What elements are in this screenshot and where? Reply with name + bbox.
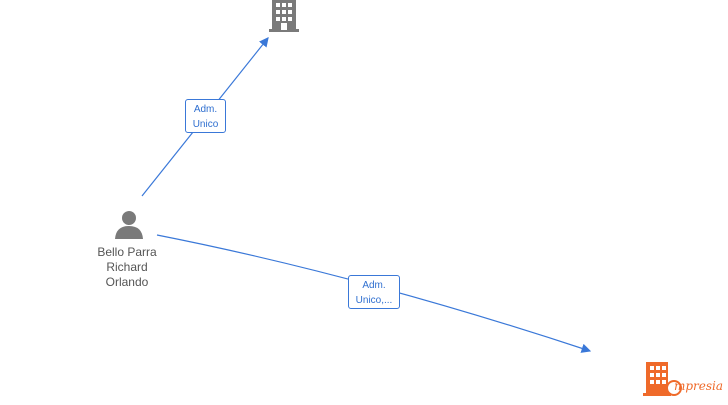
company-node-top[interactable]	[266, 0, 302, 32]
person-icon	[115, 211, 143, 239]
relation-label-2-line-1: Adm.	[362, 280, 386, 291]
relation-label-2[interactable]: Adm. Unico,...	[348, 275, 400, 309]
person-name[interactable]: Bello Parra Richard Orlando	[82, 245, 172, 290]
empresia-watermark	[642, 360, 728, 400]
building-icon	[643, 362, 682, 396]
relation-label-2-line-2: Unico,...	[355, 295, 393, 306]
person-name-line-3: Orlando	[105, 275, 149, 289]
watermark-text: mpresia	[674, 379, 724, 393]
person-node[interactable]	[113, 209, 145, 239]
relation-label-1-line-1: Adm.	[193, 104, 218, 115]
relation-label-1[interactable]: Adm. Unico	[185, 99, 226, 133]
person-name-line-1: Bello Parra	[97, 245, 157, 259]
building-icon	[269, 0, 299, 32]
relation-label-1-line-2: Unico	[192, 119, 219, 130]
person-name-line-2: Richard	[106, 260, 148, 274]
